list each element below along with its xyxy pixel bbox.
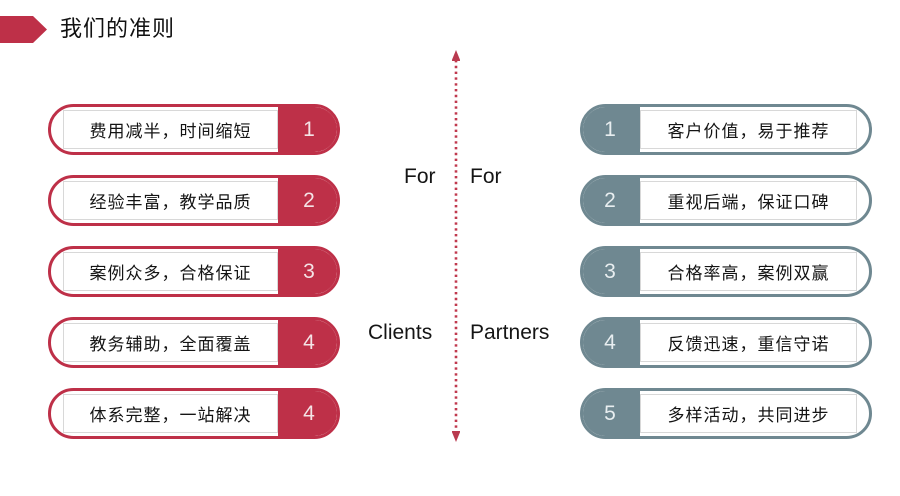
item-number: 2 xyxy=(583,178,640,223)
list-item[interactable]: 4 教务辅助，全面覆盖 xyxy=(48,317,340,368)
item-number: 5 xyxy=(583,391,640,436)
list-item[interactable]: 1 客户价值，易于推荐 xyxy=(580,104,872,155)
page-header: 我们的准则 xyxy=(0,10,175,48)
item-number: 3 xyxy=(583,249,640,294)
list-item[interactable]: 4 反馈迅速，重信守诺 xyxy=(580,317,872,368)
axis-label-partners: Partners xyxy=(470,321,550,344)
item-number: 1 xyxy=(583,107,640,152)
axis-label-clients: Clients xyxy=(368,321,433,344)
item-number: 3 xyxy=(278,249,337,294)
center-divider-axis xyxy=(452,50,460,442)
item-text: 经验丰富，教学品质 xyxy=(63,181,278,220)
item-number: 4 xyxy=(278,320,337,365)
item-text: 案例众多，合格保证 xyxy=(63,252,278,291)
item-text: 反馈迅速，重信守诺 xyxy=(640,323,857,362)
axis-label-for-left: For xyxy=(404,165,436,188)
right-column-for-partners: 1 客户价值，易于推荐 2 重视后端，保证口碑 3 合格率高，案例双赢 4 反馈… xyxy=(580,104,872,439)
pennant-arrow-icon xyxy=(0,15,47,43)
item-number: 4 xyxy=(583,320,640,365)
item-number: 1 xyxy=(278,107,337,152)
list-item[interactable]: 3 案例众多，合格保证 xyxy=(48,246,340,297)
list-item[interactable]: 4 体系完整，一站解决 xyxy=(48,388,340,439)
double-headed-dotted-arrow-icon xyxy=(452,50,460,442)
list-item[interactable]: 1 费用减半，时间缩短 xyxy=(48,104,340,155)
item-text: 费用减半，时间缩短 xyxy=(63,110,278,149)
item-number: 2 xyxy=(278,178,337,223)
item-text: 合格率高，案例双赢 xyxy=(640,252,857,291)
left-column-for-clients: 1 费用减半，时间缩短 2 经验丰富，教学品质 3 案例众多，合格保证 4 教务… xyxy=(48,104,340,439)
item-text: 多样活动，共同进步 xyxy=(640,394,857,433)
list-item[interactable]: 2 重视后端，保证口碑 xyxy=(580,175,872,226)
item-text: 重视后端，保证口碑 xyxy=(640,181,857,220)
item-text: 客户价值，易于推荐 xyxy=(640,110,857,149)
axis-label-for-right: For xyxy=(470,165,502,188)
page-title: 我们的准则 xyxy=(60,16,176,41)
list-item[interactable]: 5 多样活动，共同进步 xyxy=(580,388,872,439)
item-number: 4 xyxy=(278,391,337,436)
list-item[interactable]: 3 合格率高，案例双赢 xyxy=(580,246,872,297)
list-item[interactable]: 2 经验丰富，教学品质 xyxy=(48,175,340,226)
item-text: 体系完整，一站解决 xyxy=(63,394,278,433)
item-text: 教务辅助，全面覆盖 xyxy=(63,323,278,362)
